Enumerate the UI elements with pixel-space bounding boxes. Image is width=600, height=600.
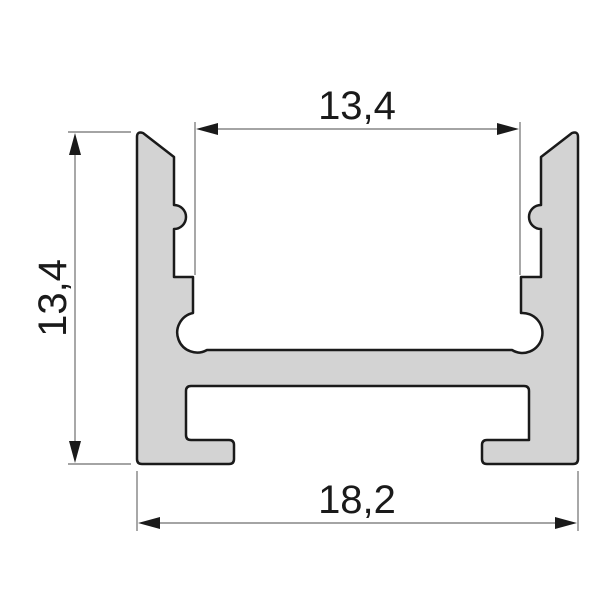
arrow-down-icon <box>69 441 81 463</box>
dimension-label-outer-width: 18,2 <box>318 478 396 522</box>
arrow-left-icon <box>138 517 160 529</box>
arrow-right-icon <box>555 517 577 529</box>
arrow-right-icon <box>497 123 519 135</box>
dimension-label-height: 13,4 <box>31 259 75 337</box>
arrow-up-icon <box>69 133 81 155</box>
dimension-inner-width: 13,4 <box>194 84 521 275</box>
dimension-outer-width: 18,2 <box>136 471 579 531</box>
arrow-left-icon <box>196 123 218 135</box>
dimension-label-inner-width: 13,4 <box>318 84 396 128</box>
dimension-height: 13,4 <box>31 131 131 465</box>
profile-shape <box>135 131 580 466</box>
